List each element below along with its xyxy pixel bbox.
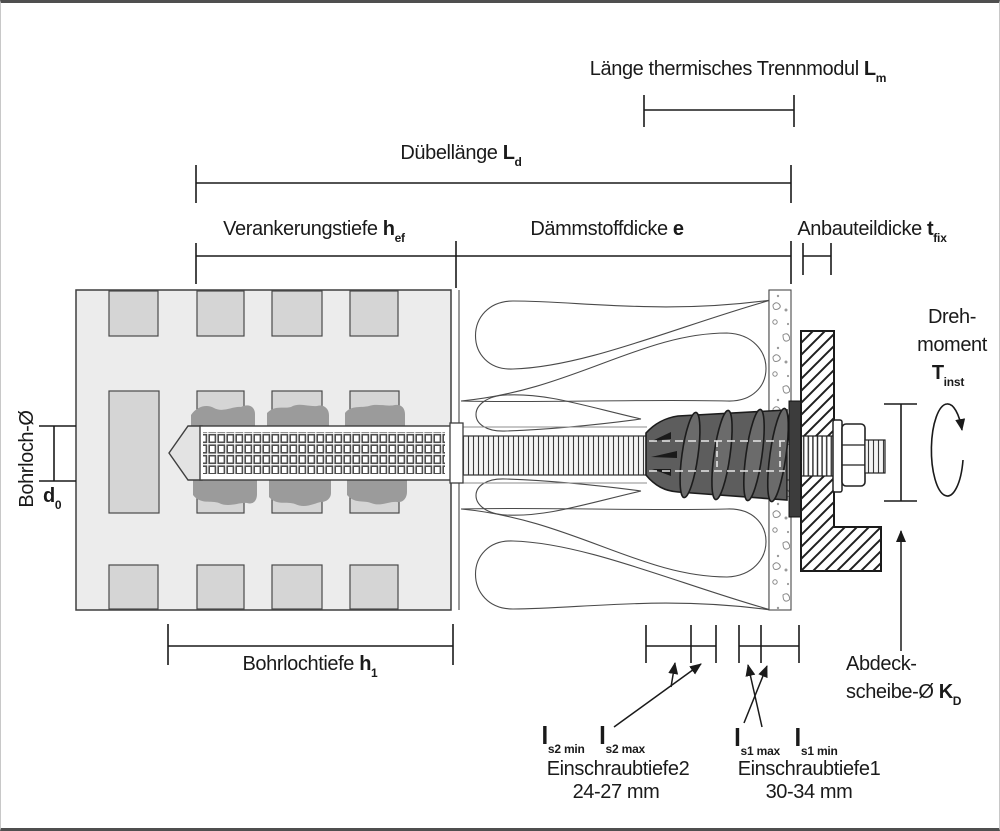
label-symbol: e xyxy=(672,218,684,240)
label-subscript: s2 max xyxy=(605,742,646,756)
label-subscript: 0 xyxy=(54,498,62,512)
label-bohrloch-durchmesser: Bohrloch-Ø xyxy=(16,410,39,508)
label-ls1max: ls1 max xyxy=(733,724,780,758)
label-symbol: l xyxy=(733,724,741,752)
label-subscript: s1 min xyxy=(800,744,838,758)
anchor-sleeve xyxy=(168,425,453,481)
label-drehmoment-line1: Dreh- xyxy=(927,306,977,329)
rod-tip xyxy=(864,439,886,474)
module-ribs xyxy=(679,407,790,503)
arrow-ls1min xyxy=(743,665,768,724)
label-subscript: D xyxy=(952,694,962,708)
torque-arrow xyxy=(930,403,966,497)
label-symbol: l xyxy=(541,722,548,750)
arrow-ls2max xyxy=(613,663,702,728)
label-trennmodul: Länge thermisches Trennmodul Lm xyxy=(589,58,887,84)
arrow-ls2min xyxy=(668,662,679,688)
flat-washer xyxy=(832,419,843,493)
label-symbol: l xyxy=(794,724,801,752)
dim-hef-e xyxy=(195,241,792,288)
label-einschraubtiefe2: Einschraubtiefe2 xyxy=(546,758,690,781)
diagram-graphics xyxy=(39,95,966,728)
label-text: 24-27 mm xyxy=(572,781,660,803)
label-verankerungstiefe: Verankerungstiefe hef xyxy=(223,218,405,244)
label-subscript: ef xyxy=(394,231,405,245)
label-text: Dreh- xyxy=(927,306,977,328)
label-d0: d0 xyxy=(43,485,62,511)
label-ls2min: ls2 min xyxy=(541,722,585,756)
dimension-lines xyxy=(39,95,917,665)
label-subscript: s2 min xyxy=(547,742,585,756)
label-ls1min: ls1 min xyxy=(794,724,838,758)
label-drehmoment-line2: moment xyxy=(917,334,987,357)
label-text: Einschraubtiefe2 xyxy=(546,758,690,780)
label-symbol: K xyxy=(938,681,953,703)
label-text: Verankerungstiefe xyxy=(223,218,383,240)
label-symbol: L xyxy=(502,142,515,164)
label-bohrlochtiefe: Bohrlochtiefe h1 xyxy=(242,653,377,679)
label-abdeckscheibe: Abdeck- scheibe-Ø KD xyxy=(846,650,961,708)
label-symbol: L xyxy=(863,58,876,80)
label-text: Einschraubtiefe1 xyxy=(737,758,881,780)
label-einschraubtiefe2-range: 24-27 mm xyxy=(572,781,660,804)
threaded-rod xyxy=(449,422,648,484)
dim-einschraubtiefe2 xyxy=(645,625,717,663)
label-symbol: d xyxy=(43,485,55,507)
label-subscript: 1 xyxy=(371,666,378,680)
sleeve-collar xyxy=(449,422,464,484)
rod-through-bracket xyxy=(802,436,833,476)
label-text: Anbauteildicke xyxy=(797,218,927,240)
fastener-end xyxy=(832,419,886,493)
label-ls2max: ls2 max xyxy=(598,722,645,756)
label-text: Bohrloch-Ø xyxy=(16,410,39,508)
label-text: Länge thermisches Trennmodul xyxy=(589,58,864,80)
leader-arrows xyxy=(613,530,906,728)
label-einschraubtiefe1: Einschraubtiefe1 xyxy=(737,758,881,781)
label-duebellaenge: Dübellänge Ld xyxy=(400,142,522,168)
sleeve-mesh xyxy=(203,432,445,474)
thermal-module xyxy=(645,407,832,503)
label-subscript: d xyxy=(514,155,522,169)
label-text: 30-34 mm xyxy=(765,781,853,803)
label-text: Bohrlochtiefe xyxy=(242,653,360,675)
dim-tfix xyxy=(802,243,832,275)
dim-bohrloch xyxy=(39,425,76,482)
label-subscript: s1 max xyxy=(740,744,781,758)
dim-abdeckscheibe xyxy=(884,403,917,502)
label-text: moment xyxy=(917,334,987,356)
label-anbauteildicke: Anbauteildicke tfix xyxy=(797,218,947,244)
label-subscript: fix xyxy=(933,231,947,245)
label-subscript: m xyxy=(875,71,887,85)
dim-duebellaenge xyxy=(195,165,792,203)
label-subscript: inst xyxy=(943,375,965,389)
dim-einschraubtiefe1 xyxy=(738,625,800,663)
label-symbol: h xyxy=(359,653,372,675)
label-text: Dübellänge xyxy=(400,142,503,164)
label-text: Dämmstoffdicke xyxy=(530,218,673,240)
label-symbol: T xyxy=(931,362,944,384)
label-symbol: h xyxy=(382,218,395,240)
label-symbol: t xyxy=(926,218,934,240)
dim-trennmodul xyxy=(643,95,795,127)
bracket xyxy=(800,330,882,572)
label-daemmstoffdicke: Dämmstoffdicke e xyxy=(530,218,684,241)
label-text: Abdeck- xyxy=(846,653,917,675)
hex-nut xyxy=(841,423,866,487)
label-tinst: Tinst xyxy=(931,362,965,388)
dim-bohrlochtiefe xyxy=(167,624,454,665)
label-einschraubtiefe1-range: 30-34 mm xyxy=(765,781,853,804)
label-symbol: l xyxy=(598,722,606,750)
label-text: scheibe-Ø xyxy=(846,681,939,703)
